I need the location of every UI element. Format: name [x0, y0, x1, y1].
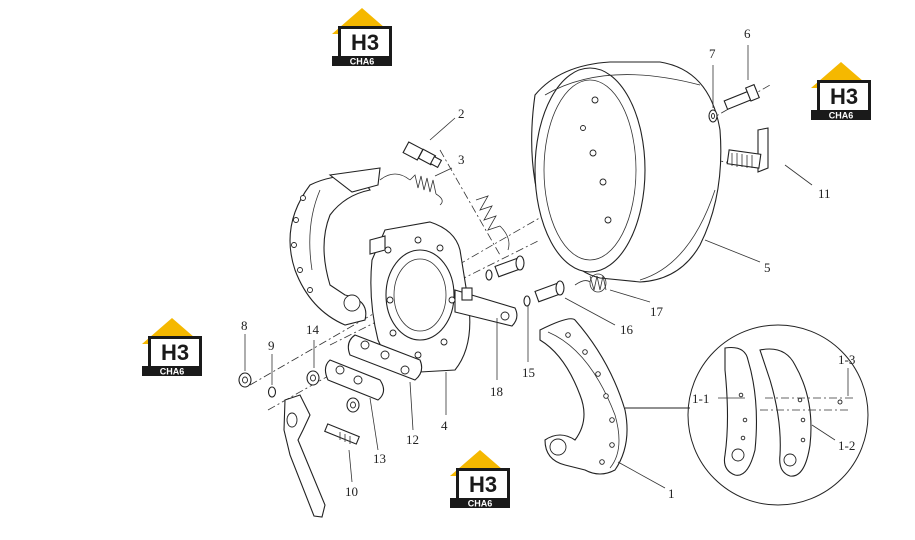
leader-lines — [244, 45, 849, 489]
logo-sub: CHA6 — [468, 499, 493, 509]
logo-mark: H3 — [161, 340, 189, 365]
label-1-2: 1-2 — [838, 438, 855, 453]
bracket-18 — [454, 287, 518, 327]
logo-bottom: H3 CHA6 — [450, 450, 510, 509]
back-plate — [369, 221, 471, 373]
label-15: 15 — [522, 365, 535, 380]
label-4: 4 — [441, 418, 448, 433]
label-14: 14 — [306, 322, 320, 337]
label-11: 11 — [818, 186, 831, 201]
bolt-6 — [723, 83, 760, 111]
detail-circle — [625, 324, 869, 506]
logo-mark: H3 — [469, 472, 497, 497]
spring-3 — [379, 173, 443, 206]
label-18: 18 — [490, 384, 503, 399]
label-8: 8 — [241, 318, 248, 333]
pin-2 — [402, 141, 443, 169]
logo-mark: H3 — [351, 30, 379, 55]
brake-shoe-upper — [289, 167, 381, 326]
logo-mark: H3 — [830, 84, 858, 109]
label-16: 16 — [620, 322, 634, 337]
label-9: 9 — [268, 338, 275, 353]
washer-7 — [708, 109, 718, 123]
nut-8 — [238, 372, 252, 388]
logo-sub: CHA6 — [160, 367, 185, 377]
label-10: 10 — [345, 484, 358, 499]
lever-arm — [283, 394, 326, 518]
plate-13 — [324, 359, 385, 401]
pin-16 — [523, 280, 565, 307]
logo-top: H3 CHA6 — [332, 8, 392, 67]
spring-middle — [475, 195, 510, 251]
washer-9 — [267, 386, 277, 398]
brake-lining — [539, 318, 628, 475]
label-7: 7 — [709, 46, 716, 61]
label-17: 17 — [650, 304, 664, 319]
label-3: 3 — [458, 152, 465, 167]
nut-14 — [306, 370, 320, 386]
label-1-3: 1-3 — [838, 352, 855, 367]
label-1: 1 — [668, 486, 675, 501]
spring-17 — [574, 273, 607, 293]
logo-left: H3 CHA6 — [142, 318, 202, 377]
bolt-10 — [324, 423, 360, 445]
nut-lower — [346, 397, 360, 413]
logo-sub: CHA6 — [829, 111, 854, 121]
label-12: 12 — [406, 432, 419, 447]
logo-sub: CHA6 — [350, 57, 375, 67]
plate-12 — [347, 334, 423, 381]
label-2: 2 — [458, 106, 465, 121]
label-1-1: 1-1 — [692, 391, 709, 406]
brake-drum — [531, 61, 722, 283]
wheel-bolt — [726, 127, 769, 173]
label-5: 5 — [764, 260, 771, 275]
pin-upper — [485, 255, 525, 281]
label-6: 6 — [744, 26, 751, 41]
logo-right: H3 CHA6 — [811, 62, 871, 121]
label-13: 13 — [373, 451, 386, 466]
part-labels: 2 3 7 6 11 5 17 16 15 18 4 12 13 10 14 9… — [241, 26, 855, 501]
